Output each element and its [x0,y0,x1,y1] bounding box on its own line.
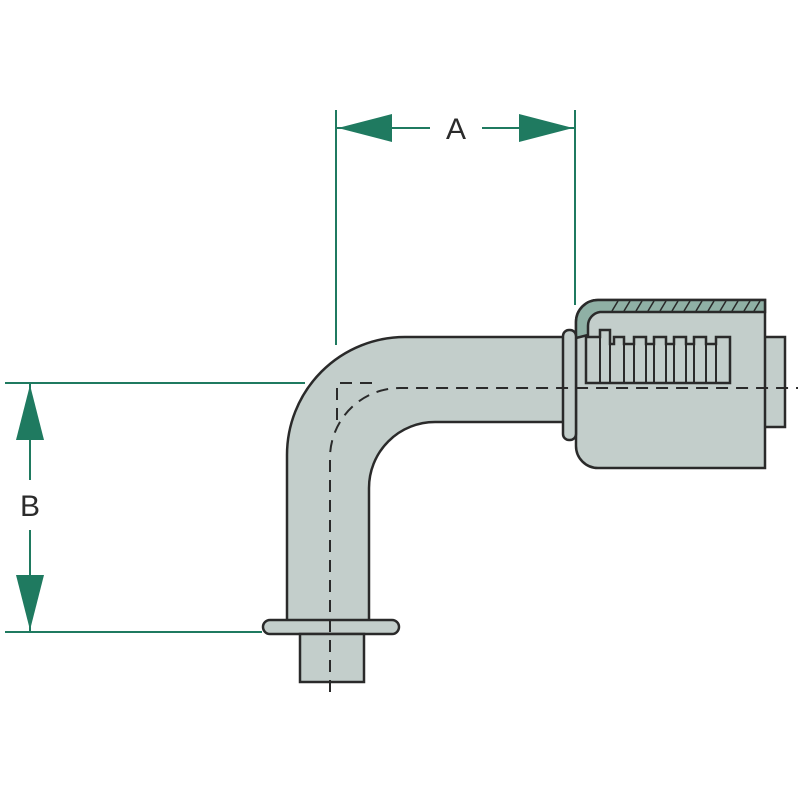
centerline-path [328,387,798,692]
elbow-fitting [261,298,787,684]
arrow-b-top [16,385,44,440]
arrow-b-bottom [16,575,44,630]
centerlines [328,382,798,692]
teeth-lines [599,337,717,383]
arrow-a-right [519,114,573,142]
dimensions [5,110,576,633]
ferrule-hatched-wall [574,298,767,340]
arrow-a-left [338,114,392,142]
dimension-b-label: B [20,490,40,523]
centerline-corner [336,382,372,420]
dimension-a-label: A [446,113,466,146]
bottom-stub [298,632,366,684]
elbow-tube [285,335,568,624]
hatch-lines [611,300,761,312]
collar [561,328,578,442]
